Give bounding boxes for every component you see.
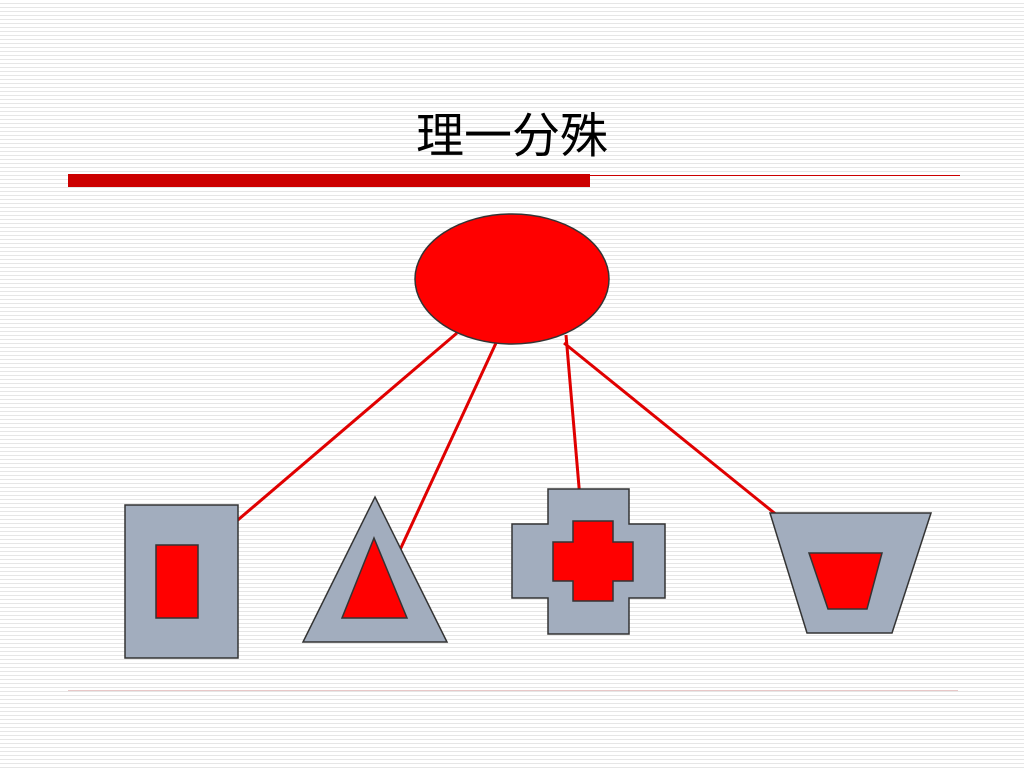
child-trapezoid [768, 512, 933, 634]
rectangle-container [124, 504, 239, 659]
connector-root-to-rectangle [197, 331, 458, 556]
child-rectangle [124, 504, 239, 659]
child-triangle [301, 495, 449, 643]
triangle-inner [340, 536, 409, 619]
root-ellipse [414, 213, 610, 345]
rectangle-inner [155, 544, 199, 619]
trapezoid-inner [807, 552, 883, 610]
title-underline-thin [590, 175, 960, 176]
title-underline-thick [68, 174, 590, 187]
connector-root-to-triangle [384, 342, 498, 581]
cross-inner [552, 520, 634, 602]
child-cross [511, 488, 666, 635]
slide-title: 理一分殊 [415, 108, 608, 164]
footer-divider [68, 690, 958, 691]
